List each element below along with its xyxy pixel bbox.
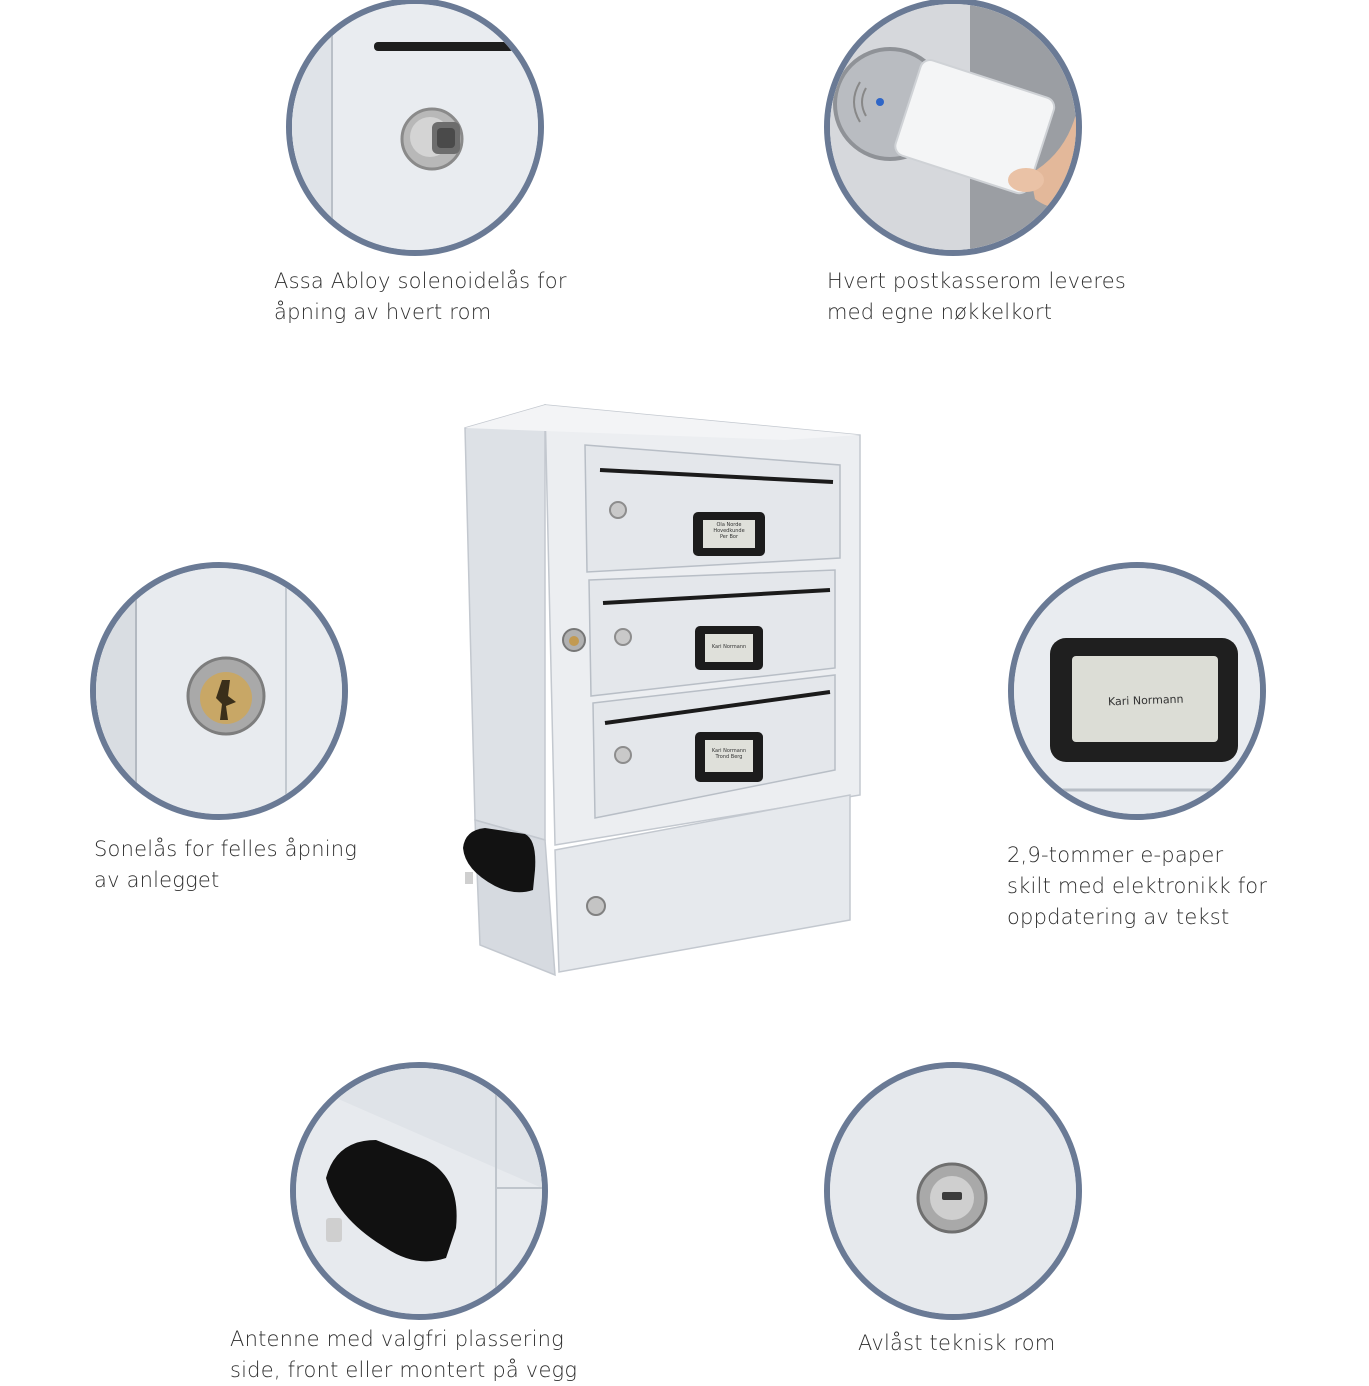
caption-line: åpning av hvert rom [274, 300, 492, 324]
zone-lock-caption: Sonelås for felles åpning av anlegget [94, 834, 357, 896]
caption-line: Avlåst teknisk rom [858, 1331, 1056, 1355]
caption-line: side, front eller montert på vegg [230, 1358, 578, 1382]
solenoid-lock-photo [286, 0, 544, 256]
antenna-caption: Antenne med valgfri plassering side, fro… [230, 1324, 577, 1386]
label-line: Kari Normann [711, 748, 747, 754]
epaper-label-photo: Kari Normann [1008, 562, 1266, 820]
caption-line: av anlegget [94, 868, 220, 892]
compartment-2-label: Kari Normann [705, 644, 753, 650]
caption-line: Hvert postkasserom leveres [827, 269, 1126, 293]
caption-line: Assa Abloy solenoidelås for [274, 269, 567, 293]
epaper-label-caption: 2,9-tommer e-paper skilt med elektronikk… [1007, 840, 1267, 933]
caption-line: 2,9-tommer e-paper [1007, 843, 1224, 867]
zone-lock-photo [90, 562, 348, 820]
label-line: Kari Normann [711, 644, 747, 650]
caption-line: med egne nøkkelkort [827, 300, 1053, 324]
label-line: Ola Norde [716, 522, 742, 528]
label-line: Per Bor [719, 534, 739, 540]
label-line: Hovedkunde [713, 528, 745, 534]
label-line: Trond Berg [715, 754, 743, 760]
technical-room-photo [824, 1062, 1082, 1320]
caption-line: oppdatering av tekst [1007, 905, 1230, 929]
solenoid-lock-caption: Assa Abloy solenoidelås for åpning av hv… [274, 266, 567, 328]
mailbox-unit-photo: Ola Norde Hovedkunde Per Bor Kari Norman… [455, 400, 875, 980]
epaper-label-text: Kari Normann [1107, 692, 1184, 709]
caption-line: skilt med elektronikk for [1007, 874, 1268, 898]
caption-line: Antenne med valgfri plassering [230, 1327, 564, 1351]
key-card-photo [824, 0, 1082, 256]
key-card-caption: Hvert postkasserom leveres med egne nøkk… [827, 266, 1126, 328]
technical-room-caption: Avlåst teknisk rom [858, 1328, 1055, 1359]
antenna-photo [290, 1062, 548, 1320]
compartment-3-label: Kari Normann Trond Berg [705, 748, 753, 760]
caption-line: Sonelås for felles åpning [94, 837, 358, 861]
compartment-1-label: Ola Norde Hovedkunde Per Bor [705, 522, 753, 540]
